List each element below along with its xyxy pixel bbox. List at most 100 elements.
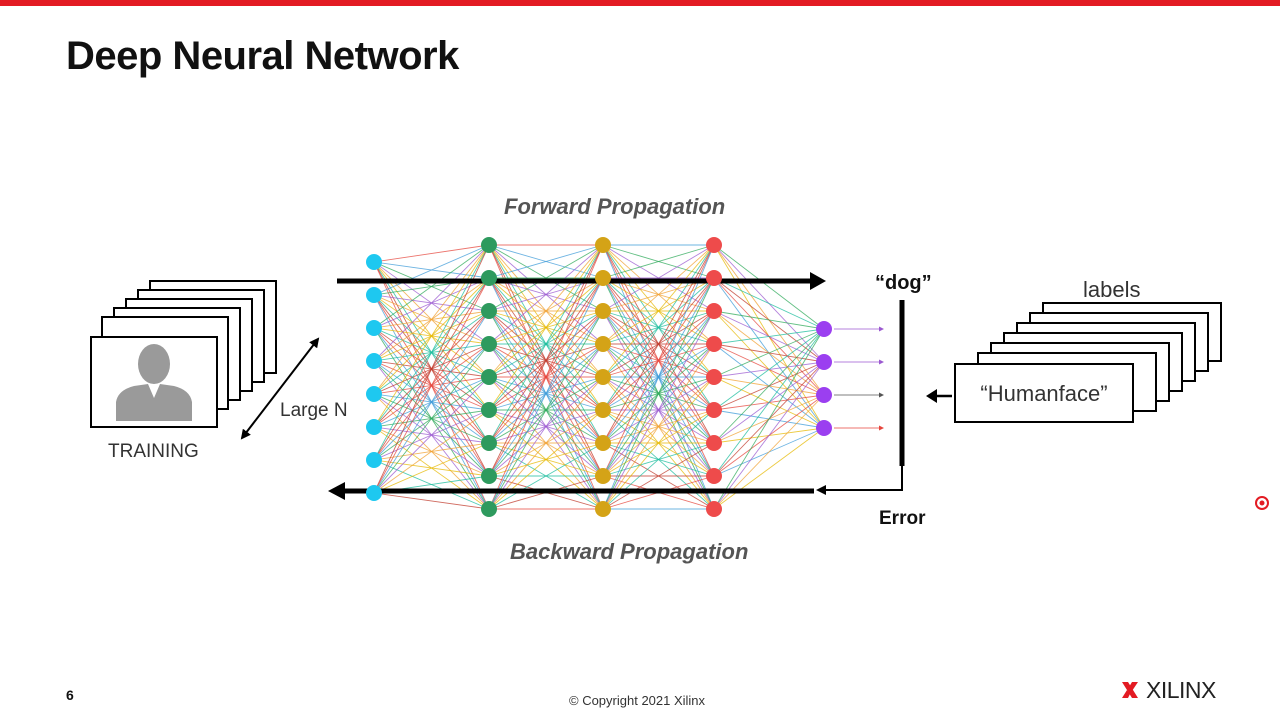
node-hidden-1 [481, 402, 497, 418]
node-hidden-3 [706, 468, 722, 484]
network-edge [713, 328, 825, 378]
node-hidden-3 [706, 336, 722, 352]
network-edge [373, 492, 490, 510]
node-hidden-3 [706, 303, 722, 319]
network-edge [488, 310, 604, 510]
network-edge [713, 244, 825, 330]
node-input [366, 452, 382, 468]
network-edge [602, 310, 715, 510]
node-output [816, 321, 832, 337]
node-hidden-2 [595, 270, 611, 286]
node-hidden-1 [481, 270, 497, 286]
node-hidden-1 [481, 501, 497, 517]
network-edge [488, 442, 604, 510]
node-hidden-1 [481, 369, 497, 385]
output-label: “dog” [875, 272, 932, 294]
node-input [366, 485, 382, 501]
cursor-indicator [1255, 496, 1269, 510]
network-edge [602, 244, 715, 411]
label-card-text: “Humanface” [980, 381, 1108, 406]
network-edge [488, 376, 604, 510]
error-return-line [822, 466, 903, 491]
output-edge-head [879, 425, 884, 431]
node-hidden-1 [481, 237, 497, 253]
network-edge [713, 310, 825, 330]
output-edge-head [879, 326, 884, 332]
node-output [816, 387, 832, 403]
label-arrow-head [926, 389, 937, 403]
node-hidden-3 [706, 402, 722, 418]
labels-title: labels [1083, 277, 1141, 302]
network-edge [373, 376, 490, 494]
network-edge [602, 244, 715, 444]
network-edge [713, 277, 825, 330]
xilinx-logo-icon [1122, 682, 1138, 698]
network-edge [602, 376, 715, 510]
network-edge [713, 328, 825, 477]
node-input [366, 386, 382, 402]
network-edge [602, 244, 715, 279]
network-edge [602, 277, 715, 510]
node-hidden-2 [595, 435, 611, 451]
forward-propagation-label: Forward Propagation [504, 194, 726, 219]
network-edge [373, 244, 490, 494]
node-hidden-3 [706, 501, 722, 517]
network-edge [488, 244, 604, 411]
network-edge [713, 427, 825, 510]
network-edge [602, 244, 715, 312]
xilinx-logo: XILINX [1120, 676, 1216, 704]
node-output [816, 354, 832, 370]
node-hidden-1 [481, 336, 497, 352]
network-edge [373, 244, 490, 461]
network-edge [488, 244, 604, 444]
label-card-front [954, 363, 1134, 423]
output-edge-head [879, 359, 884, 365]
network-edge [488, 277, 604, 510]
network-edge [373, 244, 490, 329]
node-hidden-2 [595, 369, 611, 385]
node-hidden-1 [481, 303, 497, 319]
node-hidden-2 [595, 402, 611, 418]
network-edge [373, 277, 490, 494]
network-edge [488, 244, 604, 279]
page-number: 6 [66, 687, 74, 703]
node-input [366, 320, 382, 336]
network-edge [602, 343, 715, 510]
network-edge [373, 409, 490, 494]
network-edge [713, 361, 825, 510]
backward-arrow-head [328, 482, 345, 500]
logo-text: XILINX [1146, 676, 1216, 703]
network-edge [602, 244, 715, 510]
copyright-text: © Copyright 2021 Xilinx [569, 693, 706, 708]
network-nodes [366, 237, 832, 517]
output-edge-head [879, 392, 884, 398]
network-edge [602, 442, 715, 510]
large-n-label: Large N [280, 400, 348, 421]
node-input [366, 353, 382, 369]
node-input [366, 287, 382, 303]
forward-arrow-head [810, 272, 826, 290]
slide-title: Deep Neural Network [66, 34, 459, 78]
node-hidden-1 [481, 468, 497, 484]
node-output [816, 420, 832, 436]
labels-card-stack [954, 302, 1222, 423]
node-hidden-2 [595, 336, 611, 352]
node-hidden-3 [706, 435, 722, 451]
network-edge [373, 343, 490, 494]
network-edge [488, 244, 604, 378]
backward-propagation-label: Backward Propagation [510, 539, 749, 564]
node-input [366, 419, 382, 435]
network-edge [488, 244, 604, 312]
network-edge [373, 442, 490, 494]
network-edge [373, 244, 490, 296]
node-hidden-3 [706, 270, 722, 286]
node-hidden-3 [706, 237, 722, 253]
network-edge [488, 343, 604, 510]
network-edge [373, 244, 490, 362]
network-edge [488, 244, 604, 510]
top-accent-bar [0, 0, 1280, 6]
network-edge [602, 244, 715, 378]
network-edge [373, 244, 490, 428]
person-icon [116, 344, 192, 421]
